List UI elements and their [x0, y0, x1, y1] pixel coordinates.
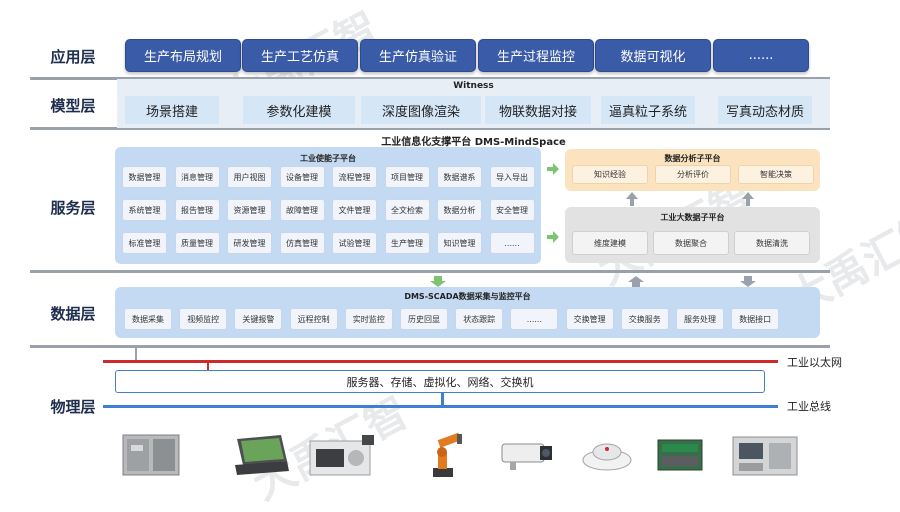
enable-platform-item: 报告管理: [174, 199, 220, 221]
scada-item: 历史回显: [400, 308, 448, 330]
enable-platform-item: 质量管理: [174, 232, 220, 254]
layer-label-data: 数据层: [50, 305, 96, 323]
arrow-right-icon: [547, 163, 559, 175]
witness-title: Witness: [453, 81, 494, 91]
layer-divider: [30, 270, 830, 273]
layer-divider: [30, 127, 830, 130]
enable-platform-item: 资源管理: [227, 199, 272, 221]
bus-line: [103, 405, 778, 408]
scada-title: DMS-SCADA数据采集与监控平台: [404, 292, 531, 301]
model-item: 参数化建模: [243, 96, 355, 124]
enable-platform-item: 流程管理: [332, 166, 377, 188]
model-item: 深度图像渲染: [361, 96, 481, 124]
scada-item: 远程控制: [289, 308, 338, 330]
enable-platform-item: 仿真管理: [279, 232, 325, 254]
enable-platform-item: 数据分析: [437, 199, 482, 221]
security-camera-icon: [495, 430, 557, 478]
model-item: 写真动态材质: [718, 96, 812, 124]
ethernet-drop: [207, 361, 209, 371]
enable-platform-item: 试验管理: [332, 232, 377, 254]
scada-item: 实时监控: [344, 308, 393, 330]
enable-platform-item: 生产管理: [384, 232, 430, 254]
arrow-up-icon: [626, 192, 638, 206]
scada-item: 服务处理: [676, 308, 724, 330]
enable-platform-item: 用户视图: [227, 166, 272, 188]
layer-divider: [30, 77, 830, 80]
arrow-connectors-data: [430, 276, 756, 287]
layer-label-app: 应用层: [50, 48, 96, 66]
bus-drop: [441, 393, 444, 407]
layer-divider: [30, 345, 830, 348]
scada-item: 关键报警: [234, 308, 283, 330]
arrow-down-icon: [740, 276, 756, 287]
enable-platform-item: 导入导出: [489, 166, 535, 188]
bigdata-item: 数据清洗: [734, 231, 810, 255]
layer-label-model: 模型层: [50, 97, 96, 115]
layer-label-physical: 物理层: [50, 398, 96, 416]
smoke-detector-icon: [577, 430, 637, 478]
server-cabinet-icon: [120, 430, 182, 478]
enable-platform-item: 系统管理: [122, 199, 167, 221]
robot-arm-icon: [418, 430, 468, 478]
control-panel-icon: [730, 430, 800, 478]
bigdata-item: 数据聚合: [653, 231, 729, 255]
app-item: 生产仿真验证: [360, 39, 476, 72]
arrow-connectors: [547, 163, 559, 243]
analysis-item: 知识经验: [572, 165, 648, 184]
ethernet-label: 工业以太网: [787, 356, 842, 369]
scada-item: 交换管理: [565, 308, 614, 330]
io-module-icon: [650, 430, 710, 478]
app-item: 数据可视化: [595, 39, 711, 72]
scada-item: 交换服务: [620, 308, 669, 330]
enable-platform-item: 标准管理: [122, 232, 167, 254]
enable-platform-item: ......: [489, 232, 535, 254]
analysis-item: 智能决策: [738, 165, 814, 184]
bus-label: 工业总线: [787, 400, 831, 413]
infrastructure-box: 服务器、存储、虚拟化、网络、交换机: [115, 370, 765, 393]
model-item: 逼真粒子系统: [601, 96, 695, 124]
analysis-item: 分析评价: [655, 165, 731, 184]
enable-platform-title: 工业使能子平台: [300, 154, 356, 163]
enable-platform-item: 数据管理: [122, 166, 167, 188]
arrow-up-icon: [742, 192, 754, 206]
enable-platform-item: 项目管理: [384, 166, 430, 188]
app-item: ......: [713, 39, 809, 72]
enable-platform-item: 设备管理: [279, 166, 325, 188]
arrow-connectors-vertical: [626, 192, 754, 206]
enable-platform-item: 文件管理: [332, 199, 377, 221]
scada-item: 视频监控: [179, 308, 228, 330]
industrial-machine-icon: [308, 430, 378, 478]
enable-platform-item: 知识管理: [437, 232, 482, 254]
rugged-laptop-icon: [230, 430, 292, 478]
scada-item: 数据采集: [124, 308, 172, 330]
model-item: 场景搭建: [125, 96, 219, 124]
arrow-up-icon: [628, 276, 644, 287]
app-item: 生产布局规划: [125, 39, 241, 72]
arrow-down-icon: [430, 276, 446, 287]
enable-platform-item: 故障管理: [279, 199, 325, 221]
enable-platform-item: 全文检索: [384, 199, 430, 221]
app-item: 生产工艺仿真: [242, 39, 358, 72]
arrow-right-icon: [547, 231, 559, 243]
scada-item: 数据接口: [731, 308, 780, 330]
enable-platform-item: 安全管理: [489, 199, 535, 221]
enable-platform-item: 研发管理: [227, 232, 272, 254]
scada-item: ......: [510, 308, 559, 330]
platform-title: 工业信息化支撑平台 DMS-MindSpace: [381, 137, 566, 148]
ethernet-line: [103, 360, 778, 363]
connector-line: [135, 346, 137, 361]
app-item: 生产过程监控: [478, 39, 594, 72]
bigdata-item: 维度建模: [572, 231, 648, 255]
scada-item: 状态跟踪: [455, 308, 504, 330]
layer-label-service: 服务层: [50, 199, 96, 217]
analysis-platform-title: 数据分析子平台: [664, 154, 721, 163]
model-item: 物联数据对接: [485, 96, 591, 124]
bigdata-platform-title: 工业大数据子平台: [660, 213, 725, 222]
enable-platform-item: 消息管理: [174, 166, 220, 188]
enable-platform-item: 数据谱系: [437, 166, 482, 188]
